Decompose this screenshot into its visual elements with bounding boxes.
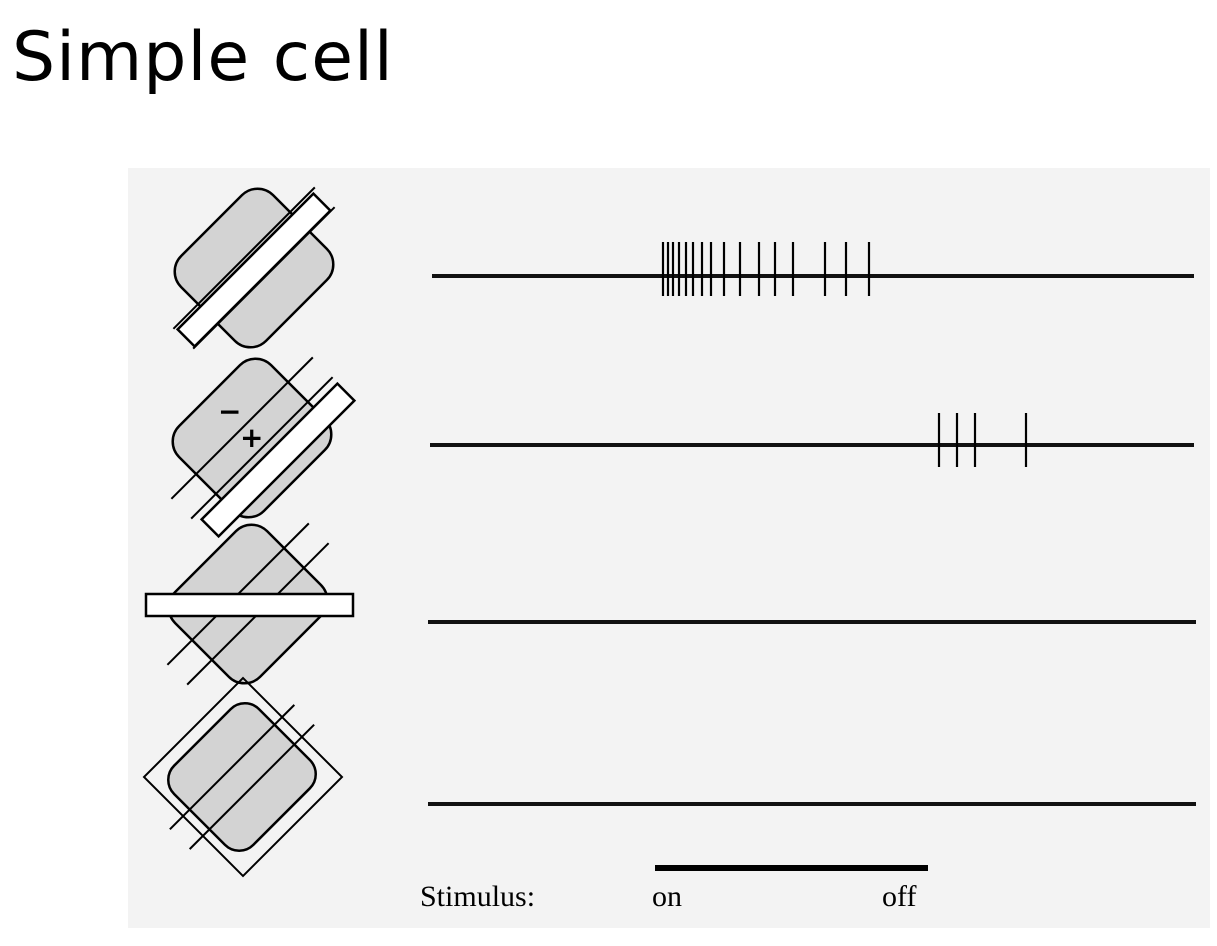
stimulus-icon-row-2: − +: [170, 356, 357, 539]
stimulus-icon-row-4: [142, 676, 344, 878]
stimulus-on-label: on: [652, 880, 682, 913]
stimulus-off-label: off: [882, 880, 916, 913]
inhibitory-sign: −: [218, 395, 241, 428]
spike-train-row-1: [432, 242, 1194, 296]
stimulus-timing: Stimulus: on off: [420, 865, 928, 913]
spikes-row-1: [661, 242, 871, 296]
stimulus-label: Stimulus:: [420, 880, 535, 913]
stimulus-icon-row-1: [172, 186, 336, 350]
stimulus-icon-row-3: [144, 522, 355, 686]
page-title: Simple cell: [12, 18, 394, 97]
spike-train-row-2: [430, 413, 1194, 467]
spikes-row-2: [937, 413, 1028, 467]
horizontal-bar: [144, 592, 355, 618]
excitatory-sign: +: [240, 421, 263, 454]
